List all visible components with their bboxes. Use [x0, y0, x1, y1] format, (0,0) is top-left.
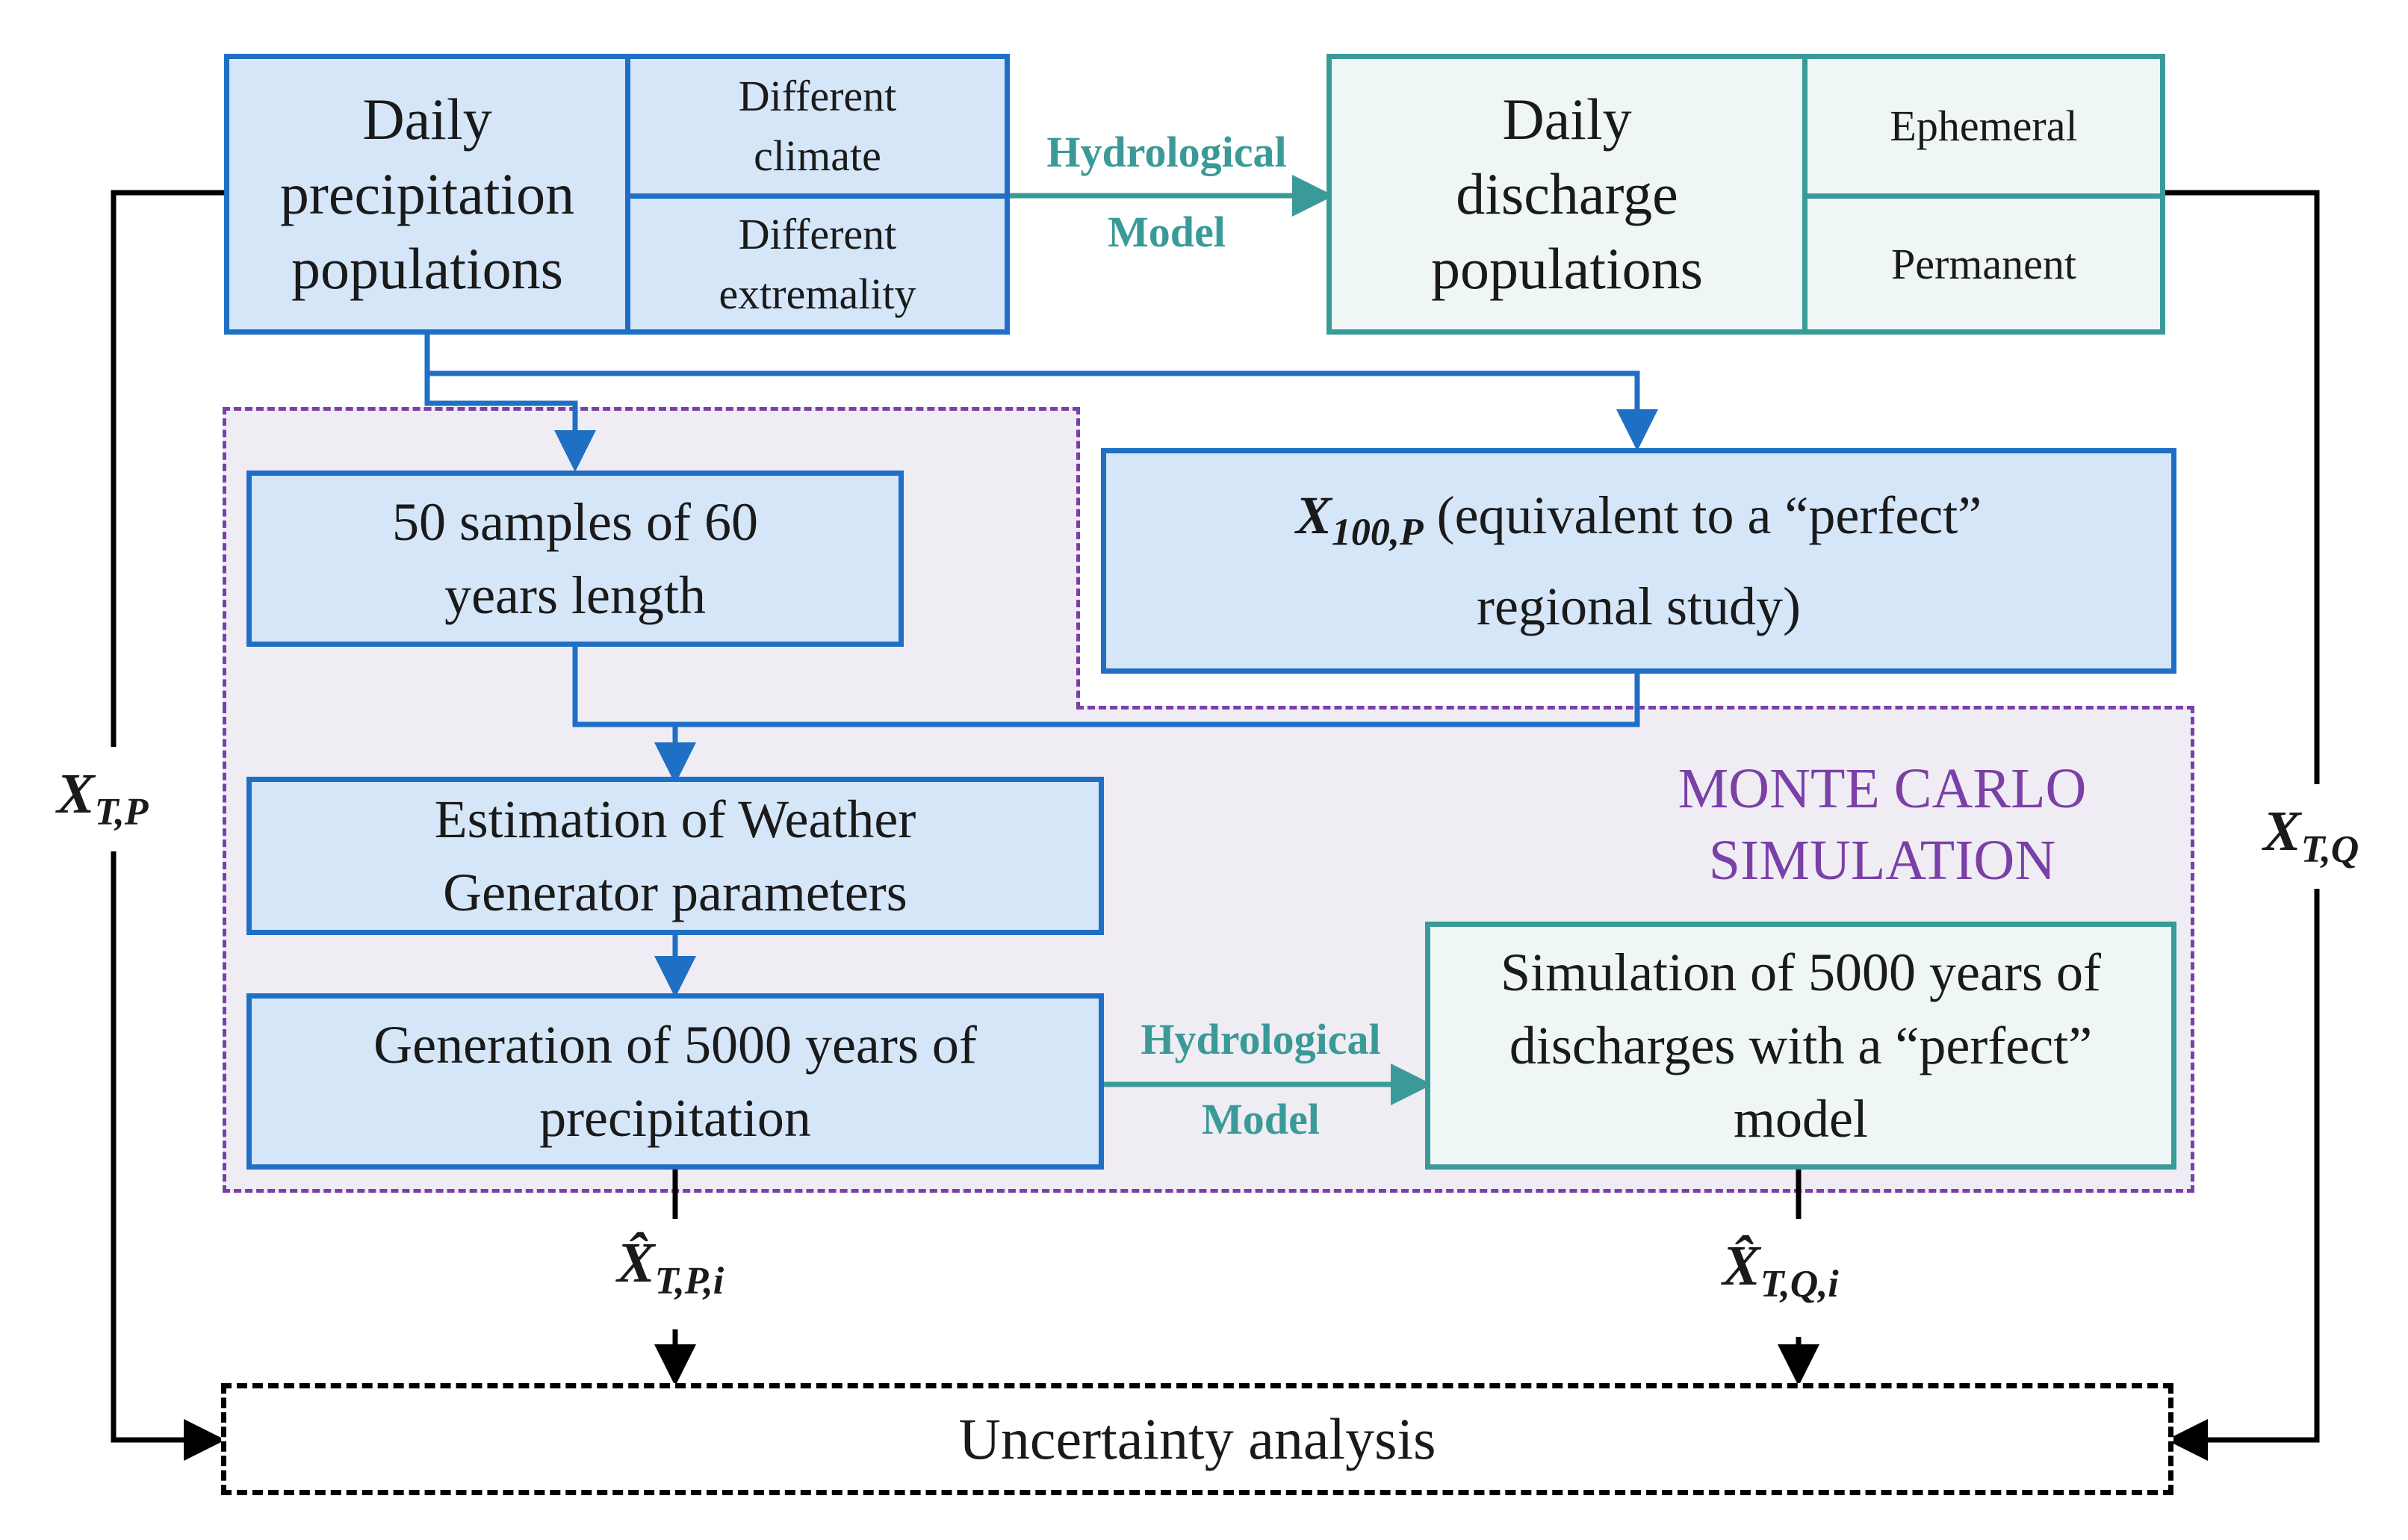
discharge-populations-label: Daily discharge populations [1431, 87, 1703, 301]
xhat-p-sub: T,P,i [654, 1260, 724, 1303]
xtq-label: XT,Q [2263, 799, 2359, 872]
ephemeral-label: Ephemeral [1890, 102, 2078, 150]
hydrological-model-label-lower: Hydrological Model [1104, 1014, 1418, 1144]
uncertainty-analysis-label: Uncertainty analysis [958, 1406, 1436, 1471]
permanent-label: Permanent [1890, 239, 2077, 288]
precip-populations-box: Daily precipitation populations [224, 54, 630, 335]
xhat-q-label: X̂T,Q,i [1722, 1234, 1839, 1306]
x100p-content: X100,P (equivalent to a “perfect” region… [1265, 479, 2012, 642]
hydrological-model-lower-line1: Hydrological [1141, 1015, 1381, 1064]
xtq-sub: T,Q [2300, 828, 2359, 872]
different-extremality-label: Different extremality [719, 209, 916, 318]
generation-box: Generation of 5000 years of precipitatio… [246, 993, 1104, 1170]
ephemeral-box: Ephemeral [1802, 54, 2165, 199]
xtq-main: X [2263, 800, 2301, 863]
estimation-box: Estimation of Weather Generator paramete… [246, 777, 1104, 935]
xhat-q-sub: T,Q,i [1760, 1263, 1839, 1306]
x100p-text: (equivalent to a “perfect” regional stud… [1436, 485, 1982, 636]
hydrological-model-line1: Hydrological [1046, 128, 1287, 176]
xtp-sub: T,P [94, 791, 149, 834]
x100p-symbol: X [1295, 485, 1332, 546]
samples-label: 50 samples of 60 years length [392, 492, 758, 625]
xhat-p-main: X̂ [617, 1232, 655, 1294]
monte-carlo-line1: MONTE CARLO [1678, 757, 2087, 820]
xtp-label: XT,P [57, 762, 149, 835]
samples-box: 50 samples of 60 years length [246, 471, 904, 647]
hydrological-model-line2: Model [1108, 208, 1226, 256]
x100p-box: X100,P (equivalent to a “perfect” region… [1101, 448, 2176, 674]
xhat-q-main: X̂ [1722, 1235, 1760, 1297]
x100p-subscript: 100,P [1331, 511, 1424, 554]
monte-carlo-line2: SIMULATION [1708, 829, 2056, 892]
generation-label: Generation of 5000 years of precipitatio… [373, 1015, 977, 1148]
xtp-main: X [57, 763, 95, 825]
different-climate-box: Different climate [625, 54, 1010, 199]
different-climate-label: Different climate [738, 72, 897, 180]
simulation-box: Simulation of 5000 years of discharges w… [1425, 922, 2176, 1170]
xhat-p-label: X̂T,P,i [617, 1231, 724, 1303]
simulation-label: Simulation of 5000 years of discharges w… [1501, 943, 2101, 1149]
permanent-box: Permanent [1802, 193, 2165, 335]
discharge-populations-box: Daily discharge populations [1326, 54, 1807, 335]
different-extremality-box: Different extremality [625, 193, 1010, 335]
estimation-label: Estimation of Weather Generator paramete… [434, 789, 916, 922]
uncertainty-analysis-box: Uncertainty analysis [221, 1383, 2173, 1495]
hydrological-model-lower-line2: Model [1202, 1095, 1320, 1143]
hydrological-model-label-top: Hydrological Model [1010, 127, 1324, 257]
monte-carlo-label: MONTE CARLO SIMULATION [1613, 753, 2151, 896]
precip-populations-label: Daily precipitation populations [279, 87, 575, 301]
